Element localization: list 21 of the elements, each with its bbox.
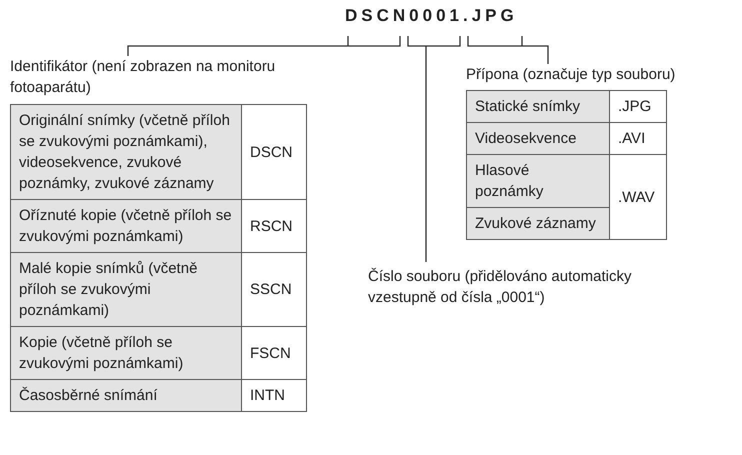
table-cell: Statické snímky	[466, 90, 610, 122]
table-cell: .WAV	[610, 154, 666, 240]
table-cell: .JPG	[610, 90, 666, 122]
file-name-title: DSCN0001.JPG	[345, 6, 518, 26]
description-text: Číslo souboru (přidělováno automaticky vzestupně od čísla „0001“)	[368, 266, 632, 308]
description-text: Přípona (označuje typ souboru)	[466, 65, 676, 85]
table-cell: RSCN	[242, 200, 306, 252]
table-cell: FSCN	[242, 326, 306, 380]
table-cell: Kopie (včetně příloh se zvukovými poznámkami)	[10, 326, 242, 380]
table-cell: Časosběrné snímání	[10, 380, 242, 412]
table-cell: DSCN	[242, 104, 306, 200]
table-cell: Hlasové poznámky	[466, 154, 610, 208]
table-cell: Zvukové záznamy	[466, 208, 610, 240]
table-cell: Videosekvence	[466, 122, 610, 154]
table-cell: Malé kopie snímků (včetně příloh se zvukovými poznámkami)	[10, 252, 242, 326]
table-cell: Oříznuté kopie (včetně příloh se zvukovými poznámkami)	[10, 200, 242, 252]
description-text: Identifikátor (není zobrazen na monitoru fotoaparátu)	[10, 57, 276, 98]
table-cell: SSCN	[242, 252, 306, 326]
table-cell: .AVI	[610, 122, 666, 154]
table-cell: Originální snímky (včetně příloh se zvukovými poznámkami), videosekvence, zvukové poznámky, zvukové záznamy	[10, 104, 242, 200]
table-cell: INTN	[242, 380, 306, 412]
